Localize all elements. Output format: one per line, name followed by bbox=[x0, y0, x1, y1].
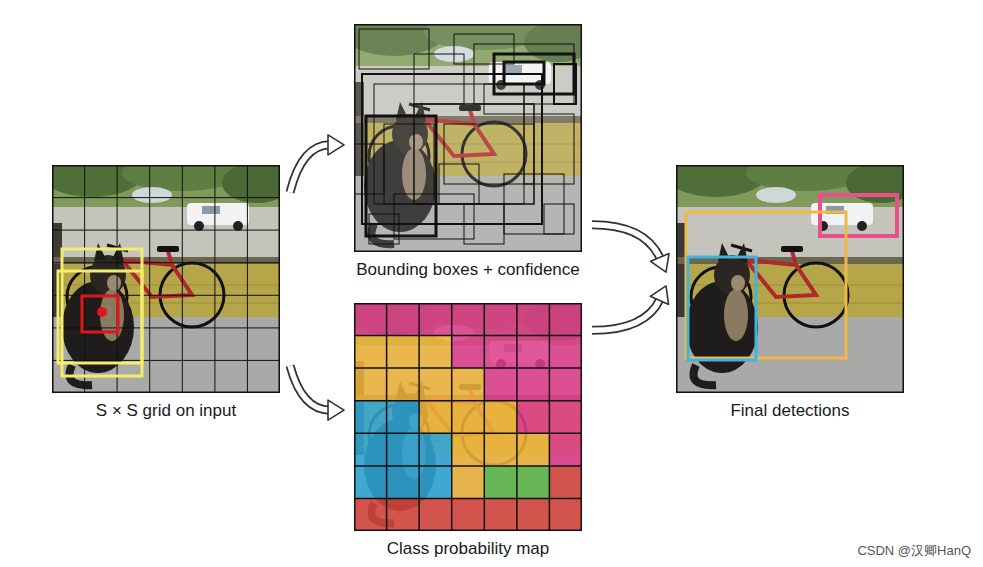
watermark: CSDN @汉卿HanQ bbox=[857, 542, 971, 560]
flow-arrow bbox=[290, 135, 344, 193]
image-panel-node: S × S grid on input bbox=[52, 165, 280, 393]
bounding-box-image bbox=[354, 24, 582, 252]
panel-caption: Class probability map bbox=[387, 539, 550, 559]
image-panel-node: Final detections bbox=[676, 165, 904, 393]
image-panel-node: Bounding boxes + confidence bbox=[354, 24, 582, 252]
panel-caption: Bounding boxes + confidence bbox=[356, 260, 580, 280]
panel-caption: S × S grid on input bbox=[96, 401, 236, 421]
image-panel-node: Class probability map bbox=[354, 303, 582, 531]
flow-arrow bbox=[592, 225, 669, 273]
class-probability-image bbox=[354, 303, 582, 531]
flow-arrow bbox=[592, 286, 669, 331]
flow-arrow bbox=[290, 366, 344, 421]
input-image bbox=[52, 165, 280, 393]
panel-caption: Final detections bbox=[730, 401, 849, 421]
final-detection-image bbox=[676, 165, 904, 393]
